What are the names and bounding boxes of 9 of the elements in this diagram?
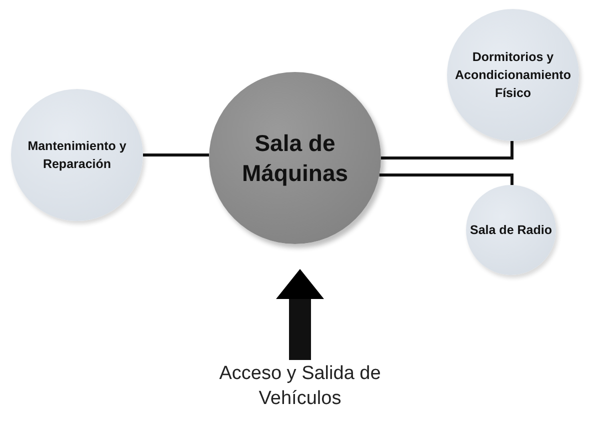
block-arrow	[276, 269, 324, 360]
room-label: Sala de Radio	[470, 222, 552, 239]
room-label: Sala de Máquinas	[240, 129, 350, 188]
connector-line	[143, 154, 210, 156]
connector-line	[381, 141, 514, 160]
connector-line	[379, 174, 514, 185]
caption-text: Acceso y Salida de Vehículos	[190, 360, 410, 412]
room-label: Mantenimiento y Reparación	[26, 138, 128, 173]
room-label: Dormitorios y Acondicionamiento Físico	[454, 49, 572, 102]
